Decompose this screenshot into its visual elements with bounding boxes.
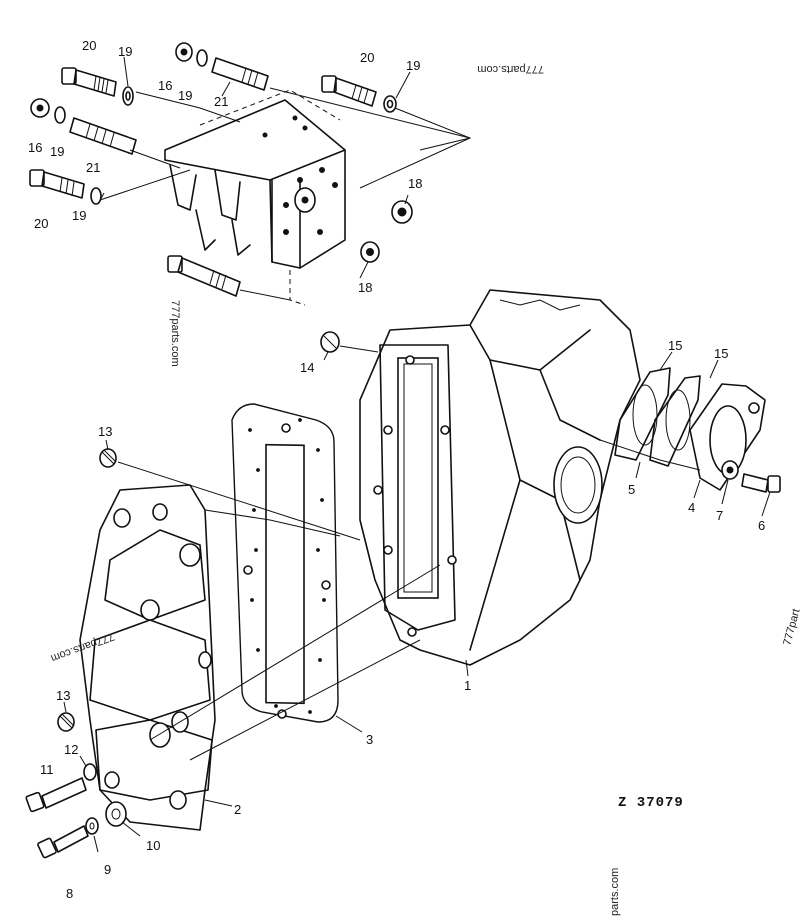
callout-11: 11 <box>40 762 54 777</box>
watermark-left: 777parts.com <box>169 300 181 367</box>
gasket-15-b <box>649 375 701 467</box>
callout-13-lower: 13 <box>56 688 70 703</box>
callout-7: 7 <box>716 508 723 523</box>
callout-15-a: 15 <box>668 338 682 353</box>
gasket-15-a <box>614 367 671 461</box>
callout-18-lower: 18 <box>358 280 372 295</box>
plug-14 <box>320 331 340 353</box>
watermark-bottom: parts.com <box>609 868 621 916</box>
callout-20-upper-right: 20 <box>360 50 374 65</box>
mounting-bracket <box>164 89 346 306</box>
callout-4: 4 <box>688 500 695 515</box>
plug-13-lower <box>57 712 75 732</box>
callout-20-lower-left: 20 <box>34 216 48 231</box>
long-bolt-lower <box>167 255 241 297</box>
callout-20-upper-left: 20 <box>82 38 96 53</box>
bolt-20-upper-right <box>321 75 377 107</box>
callout-2: 2 <box>234 802 241 817</box>
gasket-texture <box>248 418 326 714</box>
callout-5: 5 <box>628 482 635 497</box>
stud-21-top <box>211 57 269 91</box>
callout-19-top: 19 <box>178 88 192 103</box>
nut-18-lower <box>360 241 380 263</box>
callout-14: 14 <box>300 360 314 375</box>
callout-3: 3 <box>366 732 373 747</box>
nut-16-left <box>30 98 66 124</box>
bushing-10 <box>105 801 127 827</box>
callout-21-left: 21 <box>86 160 100 175</box>
cover-2 <box>79 484 216 831</box>
callout-15-b: 15 <box>714 346 728 361</box>
callout-13-upper: 13 <box>98 424 112 439</box>
callout-18-upper: 18 <box>408 176 422 191</box>
bolt-6 <box>741 473 781 493</box>
callout-21-top: 21 <box>214 94 228 109</box>
nut-16-top <box>175 42 208 67</box>
housing-1 <box>359 289 641 666</box>
bolt-20-lower-left <box>29 169 85 199</box>
bolt-20-upper-left <box>61 67 117 97</box>
washer-12 <box>83 763 97 781</box>
stud-21-left <box>69 117 137 155</box>
callout-6: 6 <box>758 518 765 533</box>
washer-9 <box>85 817 99 835</box>
callout-19-left: 19 <box>50 144 64 159</box>
callout-8: 8 <box>66 886 73 901</box>
plug-13-upper <box>99 448 117 468</box>
bolt-11 <box>25 777 87 813</box>
washer-7 <box>721 460 739 480</box>
callout-19-upper-left: 19 <box>118 44 132 59</box>
washer-19-upper-right <box>383 95 397 113</box>
callout-10: 10 <box>146 838 160 853</box>
nut-18-upper <box>391 200 413 224</box>
washer-19-upper-left <box>122 86 134 106</box>
washer-19-lower-left <box>90 187 102 205</box>
callout-12: 12 <box>64 742 78 757</box>
callout-19-lower-left: 19 <box>72 208 86 223</box>
watermark-top-right: 777parts.com <box>477 63 544 75</box>
callout-16-top: 16 <box>158 78 172 93</box>
callout-1: 1 <box>464 678 471 693</box>
callout-16-left: 16 <box>28 140 42 155</box>
flange-4 <box>689 383 766 491</box>
callout-19-upper-right: 19 <box>406 58 420 73</box>
bolt-8 <box>37 825 89 859</box>
gasket-3 <box>231 403 339 723</box>
drawing-reference-number: Z 37079 <box>618 795 684 811</box>
callout-9: 9 <box>104 862 111 877</box>
watermark-right-edge: 777part <box>781 608 800 647</box>
